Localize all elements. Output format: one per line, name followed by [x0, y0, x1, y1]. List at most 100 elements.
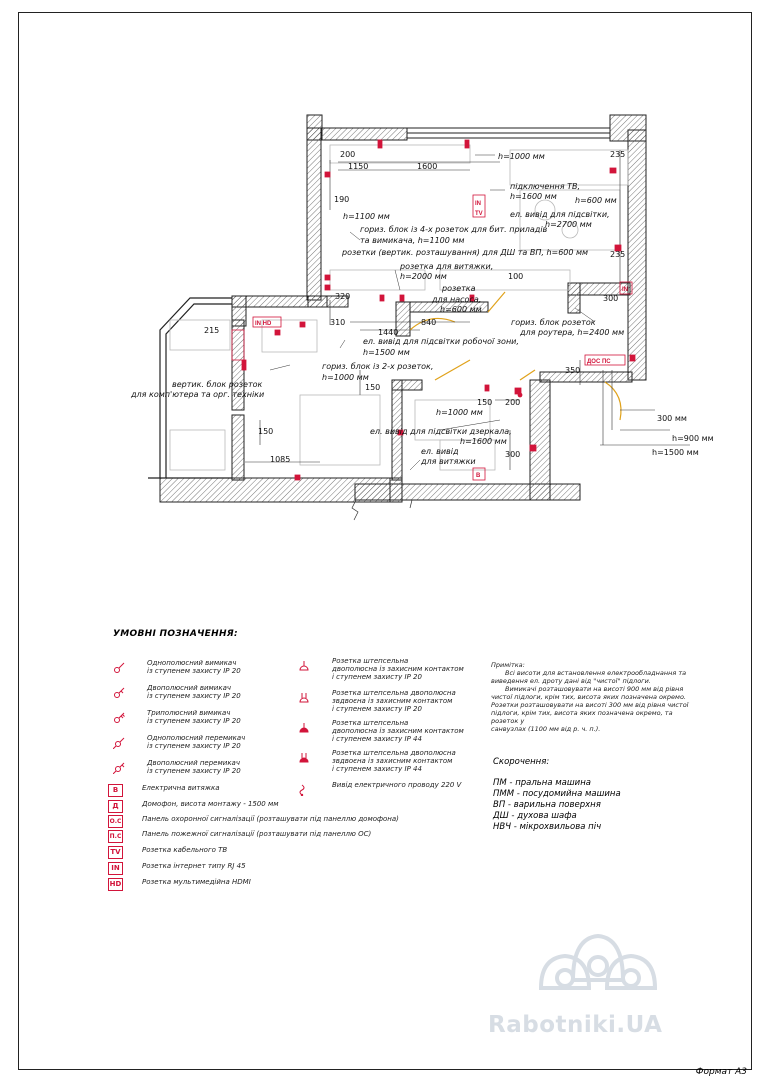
socket-double-ip20-icon	[299, 693, 309, 703]
legend-item: HD Розетка мультимедійна HDMI	[108, 878, 251, 891]
label-light-out: ел. вивід для підсвітки,	[510, 210, 610, 219]
note-line: виведення ел. дроту дані від "чистої" пі…	[491, 677, 651, 685]
svg-text:IN HD: IN HD	[255, 321, 272, 327]
dim-235b: 235	[610, 250, 626, 259]
abbr-item: ДШ - духова шафа	[493, 811, 577, 821]
legend-item: Двополюсний перемикач із ступенем захист…	[112, 759, 241, 775]
legend-title: УМОВНІ ПОЗНАЧЕННЯ:	[113, 629, 238, 639]
label-hood-h: h=2000 мм	[400, 272, 447, 281]
dim-215: 215	[204, 326, 220, 335]
security-code: О.С	[108, 815, 123, 828]
socket-ip20-icon	[299, 661, 309, 671]
abbr-item: НВЧ - мікрохвильова піч	[493, 822, 602, 832]
label-mirror: ел. вивід для підсвітки дзеркала,	[370, 427, 512, 436]
legend-text: Електрична витяжка	[142, 784, 220, 792]
legend-item: Вивід електричного проводу 220 V	[298, 781, 462, 797]
dim-h900: h=900 мм	[672, 434, 714, 443]
dim-300mm: 300 мм	[657, 414, 687, 423]
note-line: Розетки розташовувати на висоті 300 мм в…	[491, 701, 689, 709]
note-line: підлоги, крім тих, висота яких позначена…	[491, 709, 673, 725]
label-mirror-h: h=1600 мм	[460, 437, 507, 446]
label-vert: розетки (вертик. розташування) для ДШ та…	[342, 248, 589, 257]
dim-1440: 1440	[378, 328, 399, 337]
legend-text: Розетка мультимедійна HDMI	[142, 878, 251, 886]
legend-item: Розетка штепсельна двополюсна звдвоєна і…	[298, 689, 456, 713]
label-work-light: ел. вивід для підсвітки робочої зони,	[363, 337, 519, 346]
legend-item: IN Розетка інтернет типу RJ 45	[108, 862, 246, 875]
label-block4: гориз. блок із 4-х розеток для бит. прил…	[360, 225, 548, 234]
dim-300a: 300	[603, 294, 619, 303]
legend-text: Розетка штепсельна двополюсна звдвоєна і…	[332, 749, 456, 773]
dim-200: 200	[340, 150, 356, 159]
label-block2-h: h=1000 мм	[322, 373, 369, 382]
svg-text:TV: TV	[475, 211, 483, 217]
legend-text: Розетка штепсельна двополюсна із захисни…	[332, 657, 464, 681]
wire-outlet-icon	[299, 784, 305, 797]
label-block2: гориз. блок із 2-х розеток,	[322, 362, 434, 371]
format-label: Формат А3	[695, 1067, 747, 1077]
socket-double-ip44-icon	[299, 753, 309, 763]
dim-840: 840	[421, 318, 437, 327]
label-pump: розетка	[442, 284, 476, 293]
watermark-helmets-icon	[538, 933, 658, 990]
label-pump-h: h=600 мм	[440, 305, 482, 314]
legend-text: Двополюсний перемикач із ступенем захист…	[147, 759, 241, 775]
dim-1150: 1150	[348, 162, 369, 171]
legend-item: П.С Панель пожежної сигналізації (розташ…	[108, 830, 372, 843]
legend-text: Триполюсний вимикач із ступенем захисту …	[147, 709, 241, 725]
label-light-out-h: h=2700 мм	[545, 220, 592, 229]
label-h1000b: h=1000 мм	[436, 408, 483, 417]
legend-text: Однополюсний перемикач із ступенем захис…	[147, 734, 246, 750]
dim-150b: 150	[258, 427, 274, 436]
bay-window	[148, 297, 232, 479]
label-h1000a: h=1000 мм	[498, 152, 545, 161]
tv-code: TV	[108, 846, 123, 859]
dimension-lines	[245, 150, 690, 470]
dim-350: 350	[565, 366, 581, 375]
label-vert-pc: вертик. блок розеток	[172, 380, 263, 389]
note-line: Вимикачі розташовувати на висоті 900 мм …	[505, 685, 684, 693]
note-line: чистої підлоги, крім тих, висота яких по…	[491, 693, 686, 701]
dim-1085: 1085	[270, 455, 291, 464]
socket-ip44-icon	[299, 723, 309, 733]
switch-3-icon	[114, 712, 125, 723]
label-h1100: h=1100 мм	[343, 212, 390, 221]
dim-190: 190	[334, 195, 350, 204]
note-title: Примітка:	[491, 661, 525, 669]
hood-code: В	[108, 784, 123, 797]
switch-1-icon	[114, 662, 125, 673]
svg-text:IN: IN	[475, 201, 481, 207]
doors	[409, 291, 622, 421]
legend-text: Розетка штепсельна двополюсна із захисни…	[332, 719, 464, 743]
switch-2-icon	[114, 687, 125, 698]
legend-item: Однополюсний вимикач із ступенем захисту…	[113, 659, 241, 675]
legend-item: Розетка штепсельна двополюсна із захисни…	[298, 719, 464, 743]
abbr-item: ПМ - пральна машина	[493, 778, 591, 788]
legend-text: Розетка штепсельна двополюсна звдвоєна і…	[332, 689, 456, 713]
legend-item: Д Домофон, висота монтажу - 1500 мм	[108, 800, 279, 813]
label-tv-h: h=1600 мм	[510, 192, 557, 201]
legend-item: Двополюсний вимикач із ступенем захисту …	[113, 684, 241, 700]
label-router: гориз. блок розеток	[511, 318, 596, 327]
dim-150c: 150	[477, 398, 493, 407]
legend-text: Панель пожежної сигналізації (розташуват…	[142, 830, 372, 838]
dim-200b: 200	[505, 398, 521, 407]
abbr-item: ПММ - посудомийна машина	[493, 789, 621, 799]
internet-code: IN	[108, 862, 123, 875]
intercom-code: Д	[108, 800, 123, 813]
switch-toggle-2-icon	[112, 762, 125, 775]
watermark-text: Rabotniki.UA	[488, 1012, 663, 1038]
hdmi-code: HD	[108, 878, 123, 891]
dim-1600: 1600	[417, 162, 438, 171]
label-tv: підключення ТВ,	[510, 182, 581, 191]
label-hood: розетка для витяжки,	[400, 262, 494, 271]
fire-code: П.С	[108, 830, 123, 843]
legend-text: Однополюсний вимикач із ступенем захисту…	[147, 659, 241, 675]
legend-item: Розетка штепсельна двополюсна звдвоєна і…	[298, 749, 456, 773]
legend-text: Панель охоронної сигналізації (розташува…	[142, 815, 399, 823]
legend-item: Розетка штепсельна двополюсна із захисни…	[298, 657, 464, 681]
legend-text: Вивід електричного проводу 220 V	[332, 781, 462, 789]
legend-text: Розетка кабельного ТВ	[142, 846, 228, 854]
walls	[159, 114, 647, 503]
label-router-b: для роутера, h=2400 мм	[520, 328, 625, 337]
